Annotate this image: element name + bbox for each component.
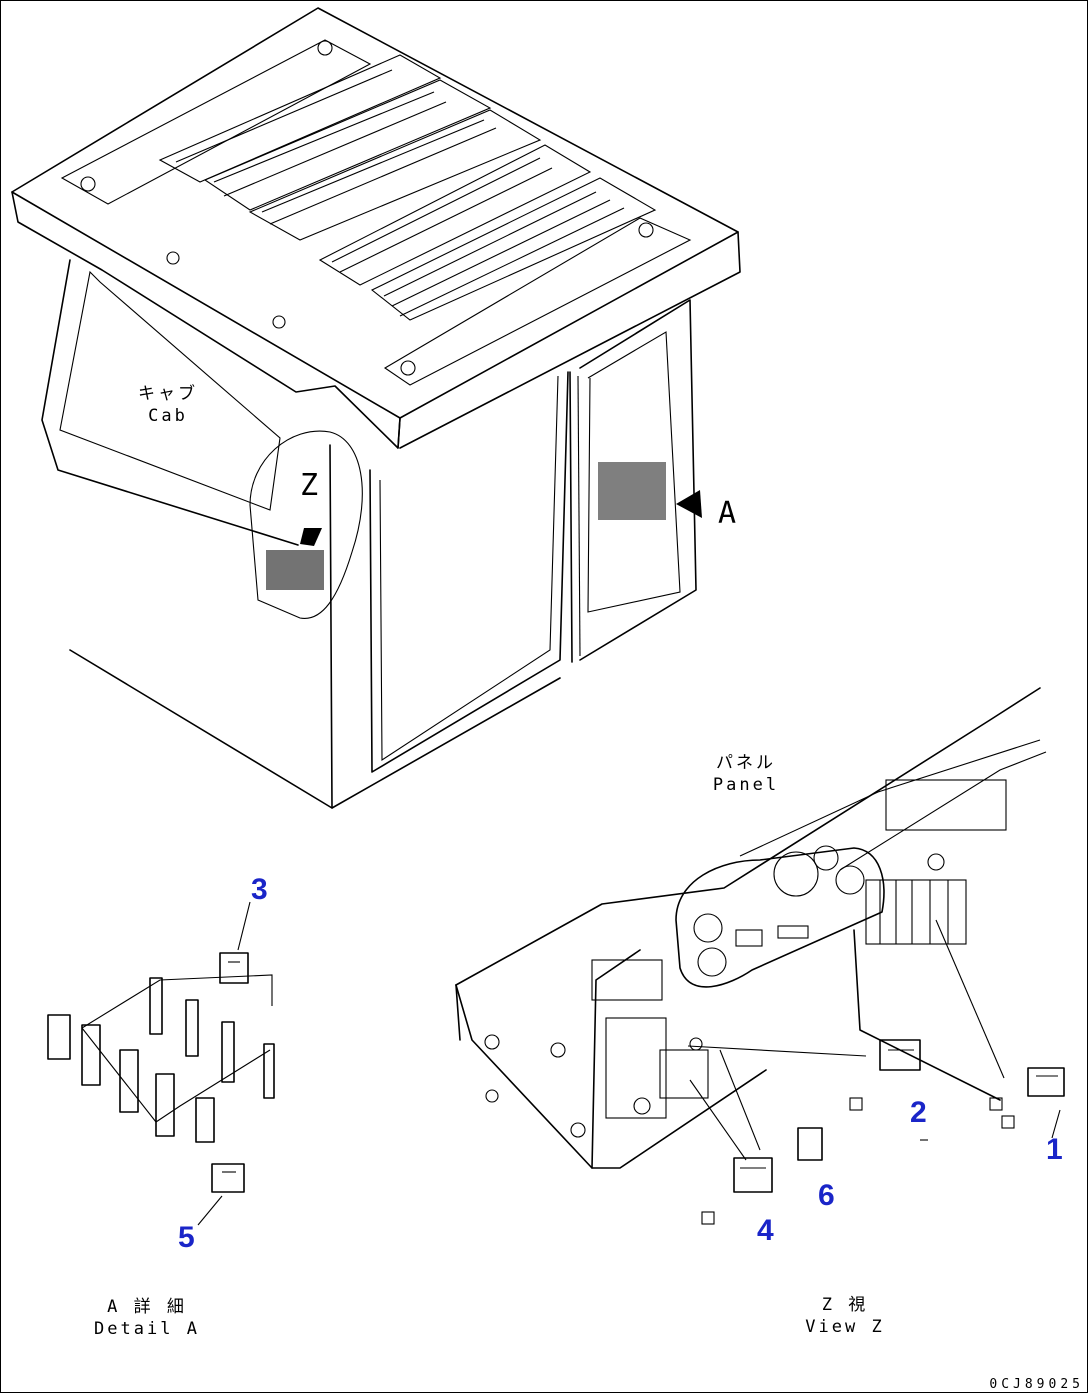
detail-a-parts	[47, 901, 275, 1226]
view-marker-z: Z	[300, 468, 319, 503]
part-6-block	[797, 1127, 823, 1161]
cab-roof	[11, 7, 741, 449]
detail-a-label-en: Detail A	[94, 1319, 200, 1339]
panel-label-en: Panel	[712, 775, 780, 795]
panel-label: パネル Panel	[706, 752, 786, 796]
cab-label: キャブ Cab	[128, 383, 208, 427]
callout-6: 6	[818, 1179, 835, 1212]
view-arrow-a	[598, 462, 702, 520]
view-marker-a: A	[718, 496, 737, 531]
callout-2: 2	[910, 1096, 927, 1129]
cab-body	[41, 259, 697, 809]
part-2-switch	[849, 1039, 928, 1141]
view-z-label-jp: Z 視	[821, 1295, 869, 1315]
roof-slats	[175, 69, 625, 317]
detail-a-label-jp: A 詳 細	[107, 1297, 187, 1317]
roof-bolts	[80, 40, 654, 376]
callout-4: 4	[757, 1214, 774, 1247]
view-z-label-en: View Z	[805, 1317, 885, 1337]
cab-label-jp: キャブ	[138, 384, 198, 404]
drawing-code: 0CJ89025	[989, 1377, 1084, 1392]
part-1-switch	[989, 1067, 1065, 1139]
panel-label-jp: パネル	[716, 753, 776, 773]
detail-a-label: A 詳 細 Detail A	[92, 1296, 202, 1340]
view-z-label: Z 視 View Z	[790, 1294, 900, 1338]
view-arrow-z	[266, 528, 324, 590]
callout-5: 5	[178, 1221, 195, 1254]
callout-1: 1	[1046, 1133, 1063, 1166]
cab-label-en: Cab	[148, 406, 188, 426]
dash-panel	[455, 687, 1047, 1169]
part-4-switch	[701, 1157, 773, 1225]
callout-3: 3	[251, 873, 268, 906]
